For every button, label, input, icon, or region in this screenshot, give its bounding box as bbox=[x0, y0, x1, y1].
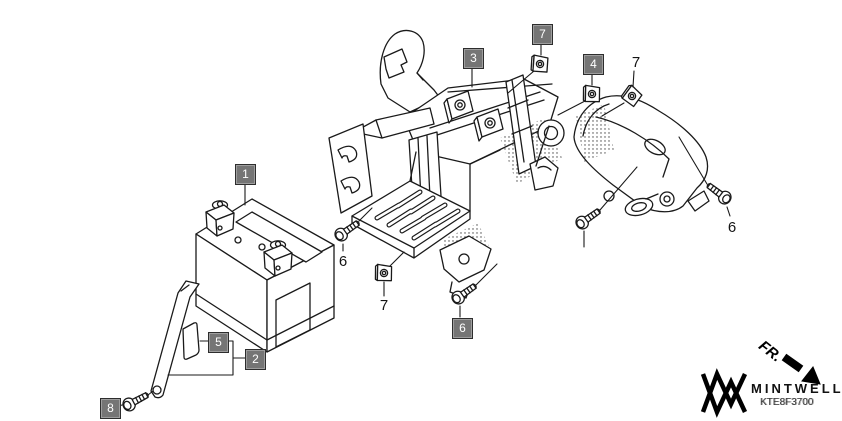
battery-box-illustration bbox=[329, 31, 564, 298]
clip-7-top-illustration bbox=[529, 54, 550, 74]
callout-4[interactable]: 4 bbox=[583, 54, 604, 75]
battery-illustration bbox=[196, 199, 334, 352]
pad-illustration bbox=[183, 323, 199, 360]
part-code: KTE8F3700 bbox=[760, 397, 814, 408]
brand-logo-text: MINTWELL bbox=[751, 381, 842, 396]
battery-terminal bbox=[205, 200, 235, 237]
branding-block: FR. MINTWELL KTE8F3700 bbox=[690, 337, 842, 421]
callout-1[interactable]: 1 bbox=[235, 164, 256, 185]
callout-8[interactable]: 8 bbox=[100, 398, 121, 419]
callout-7-bottom: 7 bbox=[379, 296, 389, 314]
callout-5[interactable]: 5 bbox=[208, 332, 229, 353]
callout-7-top[interactable]: 7 bbox=[532, 24, 553, 45]
callout-6-center[interactable]: 6 bbox=[452, 318, 473, 339]
battery-strap-illustration bbox=[151, 281, 199, 398]
side-cover-illustration bbox=[574, 96, 709, 219]
fr-arrow-icon bbox=[784, 357, 820, 384]
leader-lines bbox=[119, 43, 730, 406]
callout-2[interactable]: 2 bbox=[245, 349, 266, 370]
bolt-8-illustration bbox=[120, 388, 152, 414]
bolt-6-left-illustration bbox=[331, 216, 363, 244]
callout-7-right: 7 bbox=[631, 53, 641, 71]
callout-6-left: 6 bbox=[338, 252, 348, 270]
brand-mark-icon bbox=[703, 374, 745, 412]
clip-7-bottom-illustration bbox=[373, 263, 394, 283]
bolt-6-center-illustration bbox=[448, 279, 480, 307]
bolt-unlabeled-illustration bbox=[572, 204, 604, 232]
callout-6-right: 6 bbox=[727, 218, 737, 236]
callout-3[interactable]: 3 bbox=[463, 48, 484, 69]
bolt-6-right-illustration bbox=[703, 178, 735, 208]
clip-4-illustration bbox=[581, 84, 602, 104]
